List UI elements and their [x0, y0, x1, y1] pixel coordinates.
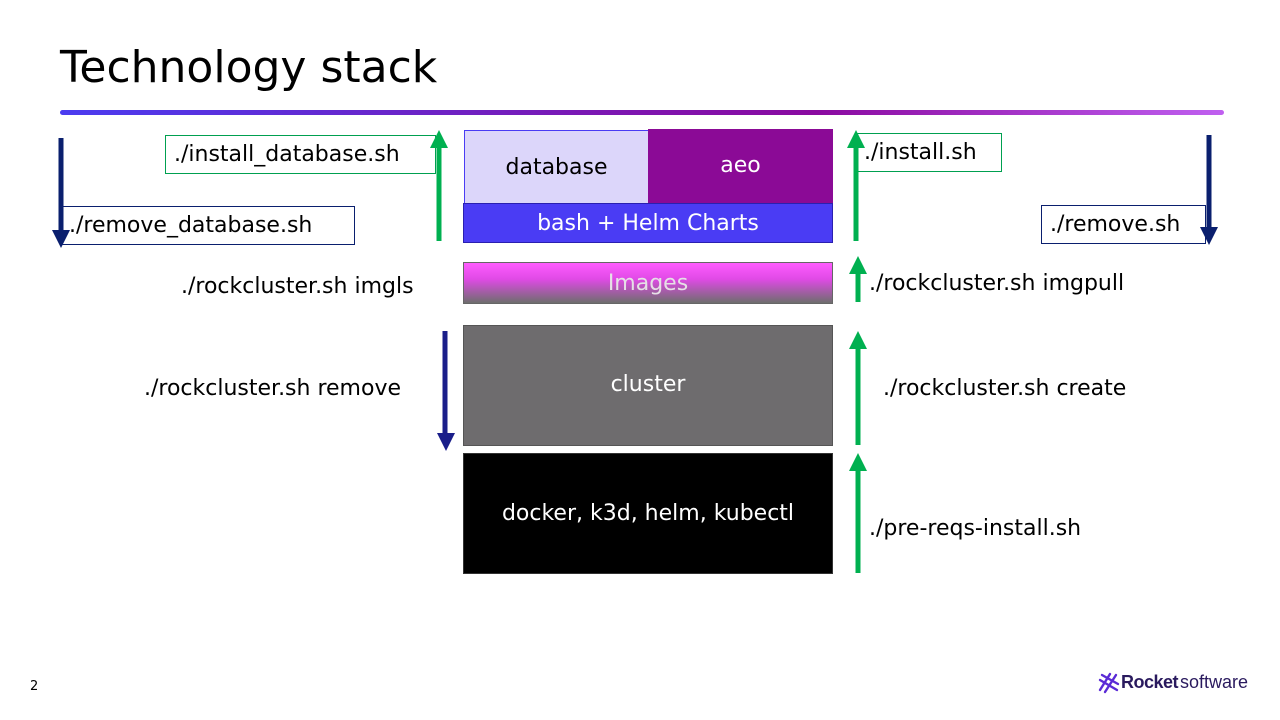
install-database-up-arrow — [430, 130, 448, 241]
cluster-block: cluster — [463, 325, 833, 446]
rocket-logo-icon — [1098, 672, 1120, 694]
images-label: Images — [607, 270, 689, 296]
page-number: 2 — [30, 679, 39, 694]
title-underline — [60, 110, 1224, 115]
remove-label: ./remove.sh — [1041, 205, 1206, 244]
cluster-label: cluster — [610, 372, 686, 397]
remove-database-label: ./remove_database.sh — [62, 206, 355, 245]
aeo-label: aeo — [720, 152, 761, 178]
aeo-block: aeo — [648, 129, 833, 203]
database-block: database — [464, 130, 649, 204]
cluster-remove-down-arrow — [437, 331, 455, 451]
install-database-label: ./install_database.sh — [165, 135, 436, 174]
cluster-create-label: ./rockcluster.sh create — [883, 376, 1127, 401]
database-label: database — [505, 154, 608, 180]
cluster-create-up-arrow — [849, 331, 867, 445]
prereqs-label: docker, k3d, helm, kubectl — [501, 501, 795, 526]
bash-helm-block: bash + Helm Charts — [463, 203, 833, 243]
imgpull-up-arrow — [849, 256, 867, 302]
install-label: ./install.sh — [857, 133, 1002, 172]
remove-down-arrow — [1200, 135, 1218, 245]
prereqs-block: docker, k3d, helm, kubectl — [463, 453, 833, 574]
logo-suffix: software — [1180, 671, 1249, 692]
prereqs-install-label: ./pre-reqs-install.sh — [869, 516, 1082, 541]
logo-brand: Rocket — [1121, 671, 1179, 692]
install-up-arrow — [847, 130, 865, 241]
imgls-label: ./rockcluster.sh imgls — [181, 274, 414, 299]
bash-helm-label: bash + Helm Charts — [537, 210, 759, 236]
slide-title: Technology stack — [60, 42, 438, 93]
prereqs-install-up-arrow — [849, 453, 867, 573]
images-block: Images — [463, 262, 833, 304]
rocket-software-logo: Rocket software — [1097, 670, 1248, 694]
remove-database-down-arrow — [52, 138, 70, 248]
cluster-remove-label: ./rockcluster.sh remove — [144, 376, 401, 401]
imgpull-label: ./rockcluster.sh imgpull — [869, 271, 1125, 296]
